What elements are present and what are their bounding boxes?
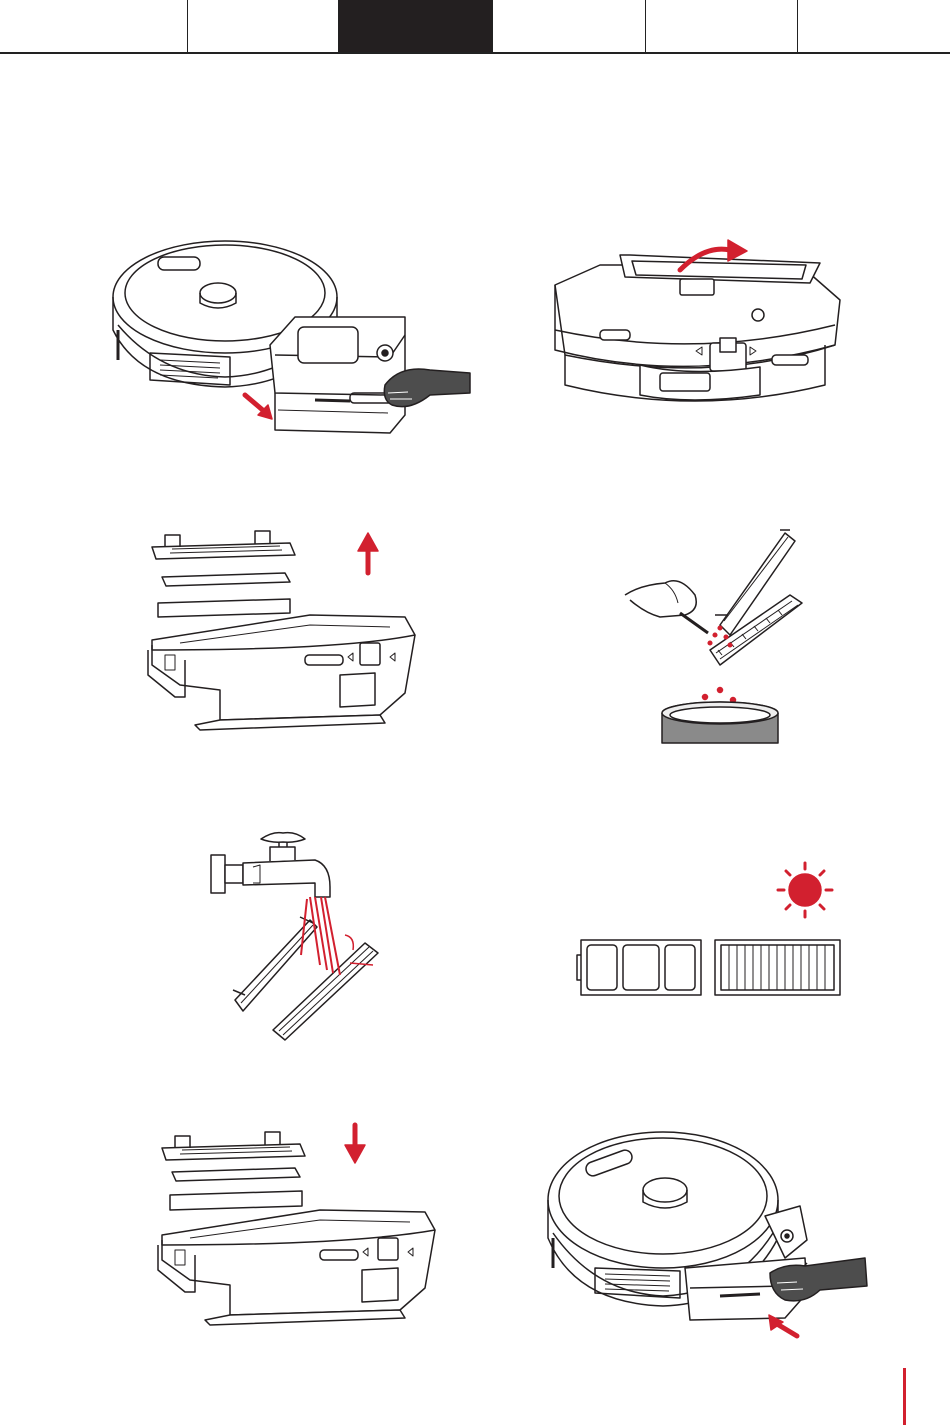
section-tab-4[interactable] — [493, 0, 646, 52]
section-tab-2[interactable] — [188, 0, 339, 52]
step-1-remove-dustbin — [100, 235, 480, 445]
dustbin-open-lid-illustration — [540, 235, 850, 420]
sun-icon — [778, 863, 832, 917]
page-edge-marker — [903, 1368, 906, 1425]
step-8-insert-dustbin — [545, 1128, 875, 1343]
filter-tap-clean-illustration — [620, 525, 820, 745]
step-2-open-lid — [540, 235, 850, 420]
section-tab-bar — [0, 0, 950, 54]
step-3-remove-filter — [140, 525, 430, 740]
filter-sun-dry-illustration — [575, 855, 845, 1000]
section-tab-6[interactable] — [798, 0, 950, 52]
filter-rinse-water-illustration — [205, 825, 395, 1050]
step-5-rinse-filter — [205, 825, 395, 1050]
robot-remove-dustbin-illustration — [100, 235, 480, 445]
robot-insert-dustbin-illustration — [545, 1128, 875, 1343]
step-4-tap-filter — [620, 525, 820, 745]
step-6-sun-dry — [575, 855, 845, 1000]
step-7-insert-filter — [150, 1120, 440, 1335]
section-tab-3-active[interactable] — [339, 0, 493, 52]
section-tab-1[interactable] — [0, 0, 188, 52]
dustbin-insert-filter-illustration — [150, 1120, 440, 1335]
dustbin-remove-filter-illustration — [140, 525, 430, 740]
section-tab-5[interactable] — [646, 0, 798, 52]
